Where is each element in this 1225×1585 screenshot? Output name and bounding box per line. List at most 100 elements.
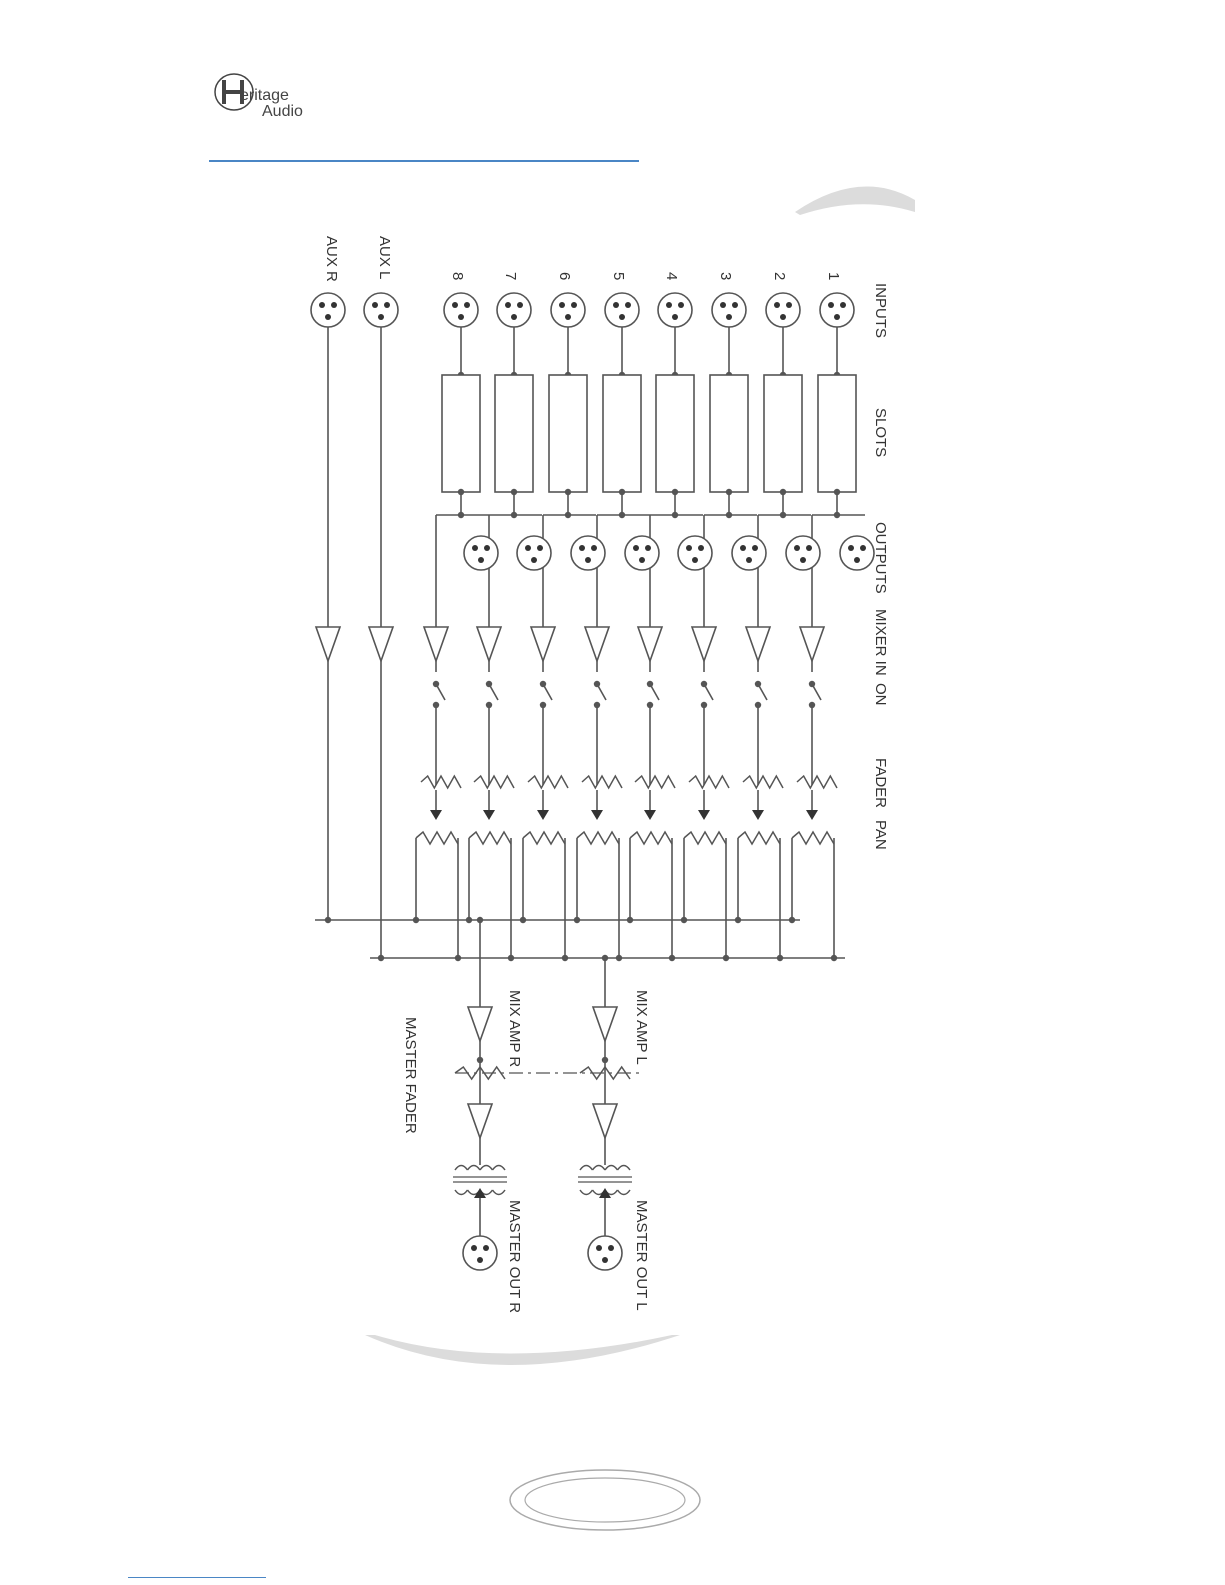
mixer-in-amp-1 (800, 627, 824, 661)
switch-node-top-5 (594, 681, 600, 687)
aux-r-amp (316, 627, 340, 661)
input-connector-7 (497, 293, 531, 327)
split-node-7 (511, 512, 517, 518)
pan-left-node-1 (789, 917, 795, 923)
slot-out-node-3 (726, 489, 732, 495)
mixer-in-amp-5 (585, 627, 609, 661)
input-connector-8 (444, 293, 478, 327)
fader-resistor-5 (582, 776, 622, 788)
label-outputs: OUTPUTS (872, 522, 889, 594)
label-mix-amp-l: MIX AMP L (633, 990, 650, 1065)
slot-out-node-8 (458, 489, 464, 495)
fader-wiper-1 (806, 810, 818, 820)
page-number-oval-inner (525, 1478, 685, 1522)
label-mixer-in: MIXER IN (872, 609, 889, 676)
switch-node-bottom-3 (701, 702, 707, 708)
input-connector-6 (551, 293, 585, 327)
switch-node-top-2 (755, 681, 761, 687)
output-connector-4 (678, 536, 712, 570)
slot-out-node-7 (511, 489, 517, 495)
fader-wiper-4 (644, 810, 656, 820)
mix-amp-l (593, 1007, 617, 1041)
split-node-1 (834, 512, 840, 518)
output-transformer-l (578, 1166, 632, 1199)
input-connector-2 (766, 293, 800, 327)
output-connector-7 (517, 536, 551, 570)
slot-box-3 (710, 375, 748, 492)
split-node-4 (672, 512, 678, 518)
pan-right-node-5 (616, 955, 622, 961)
switch-node-top-8 (433, 681, 439, 687)
switch-node-bottom-4 (647, 702, 653, 708)
mixer-in-amp-8 (424, 627, 448, 661)
split-node-3 (726, 512, 732, 518)
input-connector-4 (658, 293, 692, 327)
channel-number-1: 1 (825, 272, 842, 280)
pan-resistor-2 (738, 832, 780, 844)
label-aux-r: AUX R (323, 236, 340, 282)
fader-wiper-2 (752, 810, 764, 820)
output-connector-6 (571, 536, 605, 570)
page-number-oval-outer (510, 1470, 700, 1530)
aux-l-amp (369, 627, 393, 661)
fader-resistor-8 (421, 776, 461, 788)
pan-right-node-7 (508, 955, 514, 961)
output-connector-5 (625, 536, 659, 570)
pan-right-node-2 (777, 955, 783, 961)
pan-left-node-7 (466, 917, 472, 923)
fader-resistor-3 (689, 776, 729, 788)
fader-resistor-2 (743, 776, 783, 788)
switch-node-bottom-8 (433, 702, 439, 708)
pan-right-node-3 (723, 955, 729, 961)
master-out-connector-r (463, 1236, 497, 1270)
footer-rule (128, 1577, 266, 1578)
input-connector-1 (820, 293, 854, 327)
label-fader: FADER (872, 758, 889, 808)
switch-node-bottom-1 (809, 702, 815, 708)
channel-number-6: 6 (556, 272, 573, 280)
slot-box-8 (442, 375, 480, 492)
output-transformer-r (453, 1166, 507, 1199)
split-node-6 (565, 512, 571, 518)
output-connector-2 (786, 536, 820, 570)
output-connector-8 (464, 536, 498, 570)
pan-right-node-4 (669, 955, 675, 961)
switch-node-bottom-5 (594, 702, 600, 708)
slot-out-node-4 (672, 489, 678, 495)
split-node-5 (619, 512, 625, 518)
channel-number-2: 2 (771, 272, 788, 280)
fader-wiper-7 (483, 810, 495, 820)
output-amp-r (468, 1104, 492, 1138)
fader-resistor-4 (635, 776, 675, 788)
master-out-connector-l (588, 1236, 622, 1270)
slot-out-node-6 (565, 489, 571, 495)
pan-left-node-4 (627, 917, 633, 923)
switch-node-top-6 (540, 681, 546, 687)
pan-right-node-1 (831, 955, 837, 961)
switch-node-bottom-6 (540, 702, 546, 708)
pan-resistor-6 (523, 832, 565, 844)
fader-resistor-1 (797, 776, 837, 788)
channel-number-3: 3 (717, 272, 734, 280)
slot-box-4 (656, 375, 694, 492)
fader-resistor-7 (474, 776, 514, 788)
pan-left-node-8 (413, 917, 419, 923)
mixer-in-amp-7 (477, 627, 501, 661)
input-connector-5 (605, 293, 639, 327)
split-node-2 (780, 512, 786, 518)
switch-node-bottom-2 (755, 702, 761, 708)
mix-bus-tap-r (477, 917, 483, 923)
fader-resistor-6 (528, 776, 568, 788)
pan-left-node-2 (735, 917, 741, 923)
output-connector-3 (732, 536, 766, 570)
aux-l-bus-node (378, 955, 384, 961)
slot-out-node-1 (834, 489, 840, 495)
fader-wiper-6 (537, 810, 549, 820)
split-node-8 (458, 512, 464, 518)
label-pan: PAN (872, 820, 889, 850)
fader-wiper-8 (430, 810, 442, 820)
switch-node-bottom-7 (486, 702, 492, 708)
output-amp-l (593, 1104, 617, 1138)
master-fader-node-r (477, 1057, 483, 1063)
